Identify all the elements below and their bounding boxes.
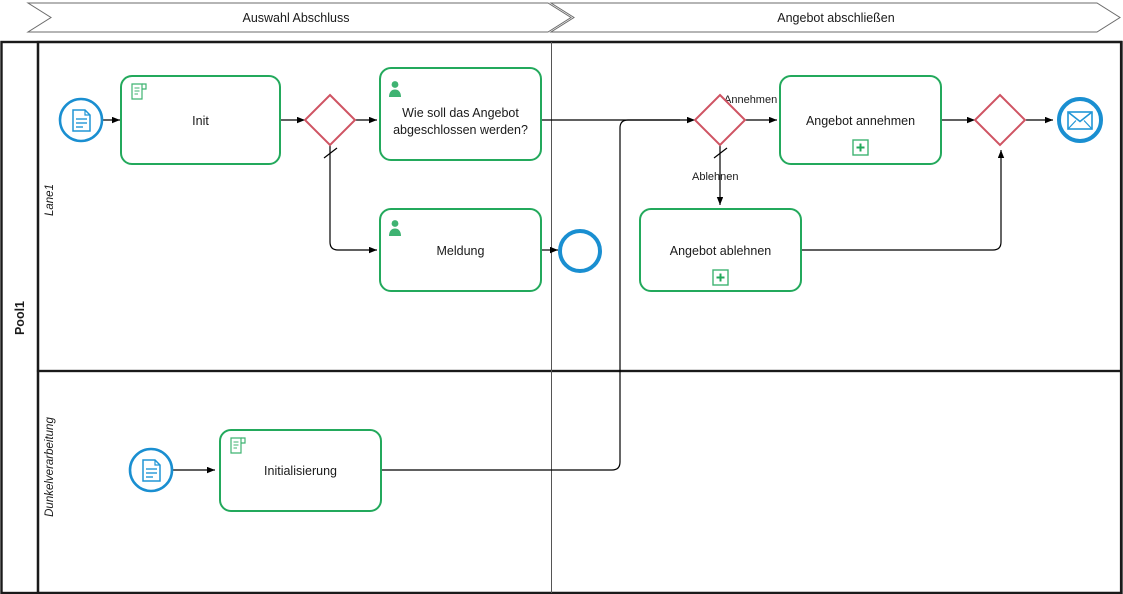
gateway-merge[interactable] xyxy=(973,93,1027,147)
end-event-meldung[interactable] xyxy=(558,229,602,273)
document-icon xyxy=(72,109,91,132)
script-icon xyxy=(131,83,147,100)
start-event-lane2[interactable] xyxy=(128,447,174,493)
task-meldung-label: Meldung xyxy=(437,244,485,258)
lane-1-label: Lane1 xyxy=(44,184,56,216)
flow-gateway-to-meldung[interactable] xyxy=(329,145,377,254)
default-flow-marker-decision xyxy=(713,147,728,159)
milestone-chevron-1[interactable] xyxy=(26,2,572,33)
lane-2[interactable]: Dunkelverarbeitung xyxy=(36,369,1123,594)
task-initialisierung[interactable]: Initialisierung xyxy=(219,429,382,512)
task-init[interactable]: Init xyxy=(120,75,281,165)
subprocess-angebot-ablehnen[interactable]: Angebot ablehnen xyxy=(639,208,802,292)
task-wie-soll-label-2: abgeschlossen werden? xyxy=(393,123,528,137)
gateway-decision[interactable] xyxy=(693,93,747,147)
script-icon xyxy=(230,437,246,454)
flow-ablehnen-to-merge[interactable] xyxy=(801,150,1005,251)
lane-2-label: Dunkelverarbeitung xyxy=(44,417,56,517)
task-wie-soll-label-1: Wie soll das Angebot xyxy=(402,106,519,120)
user-icon xyxy=(389,81,401,97)
lane-2-outline[interactable] xyxy=(36,369,1123,594)
milestone-label-1: Auswahl Abschluss xyxy=(242,11,349,25)
start-event-lane1[interactable] xyxy=(58,97,104,143)
sequence-flows xyxy=(103,116,1053,474)
user-icon xyxy=(389,220,401,236)
milestone-label-2: Angebot abschließen xyxy=(777,11,894,25)
flow-label-ablehnen: Ablehnen xyxy=(692,171,739,183)
gateway-split[interactable] xyxy=(303,93,357,147)
subprocess-angebot-annehmen[interactable]: Angebot annehmen xyxy=(779,75,942,165)
milestone-chevron-2[interactable] xyxy=(549,2,1121,33)
pool-label: Pool1 xyxy=(13,301,27,335)
flow-initialisierung-to-decision[interactable] xyxy=(381,119,680,471)
end-event-message[interactable] xyxy=(1057,97,1103,143)
task-wie-soll[interactable]: Wie soll das Angebot abgeschlossen werde… xyxy=(379,67,542,161)
document-icon xyxy=(142,459,161,482)
plus-marker-icon xyxy=(852,139,869,156)
default-flow-marker-split xyxy=(323,147,338,159)
task-init-label: Init xyxy=(192,114,209,128)
envelope-icon xyxy=(1067,111,1093,130)
milestone-band: Auswahl Abschluss Angebot abschließen xyxy=(26,2,1121,33)
task-initialisierung-label: Initialisierung xyxy=(264,464,337,478)
plus-marker-icon xyxy=(712,269,729,286)
subprocess-annehmen-label: Angebot annehmen xyxy=(806,114,915,128)
flow-label-annehmen: Annehmen xyxy=(724,94,777,106)
subprocess-ablehnen-label: Angebot ablehnen xyxy=(670,244,772,258)
task-meldung[interactable]: Meldung xyxy=(379,208,542,292)
